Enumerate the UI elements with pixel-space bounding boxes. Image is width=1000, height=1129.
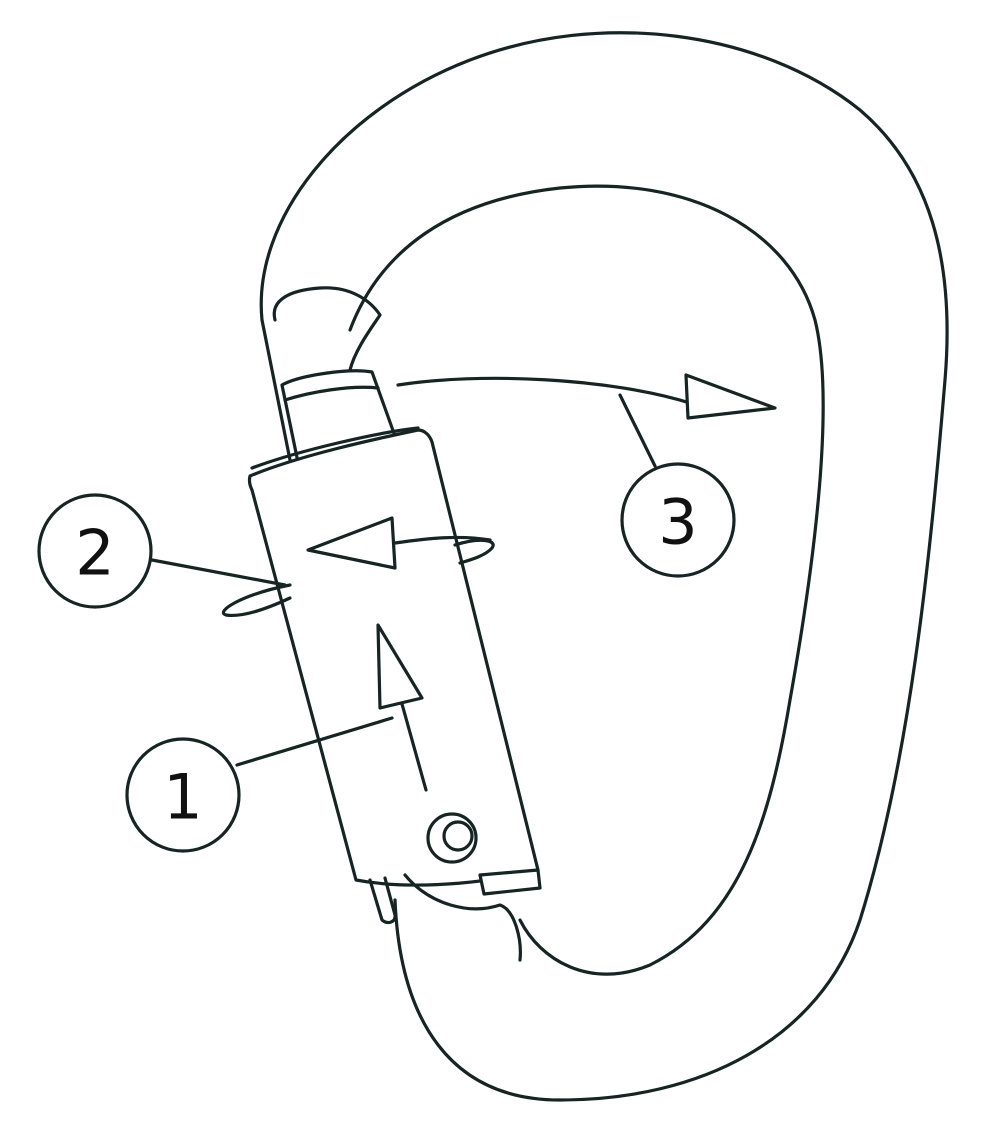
- callout-1-number: 1: [163, 761, 202, 834]
- slide-up-arrow-stem: [400, 702, 428, 792]
- callout-3-leader: [618, 393, 657, 468]
- nose-hook: [368, 873, 522, 962]
- twist-ring: [222, 583, 292, 618]
- gate-tab: [478, 868, 542, 896]
- callout-2: 2: [37, 493, 153, 609]
- carabiner-inner-outline: [348, 184, 825, 976]
- callout-1: 1: [125, 737, 241, 853]
- callout-3: 3: [620, 462, 736, 578]
- lock-button: [426, 812, 478, 864]
- gate-pin-line: [283, 385, 380, 402]
- sleeve-top-rim: [250, 426, 420, 470]
- callout-2-number: 2: [75, 517, 114, 590]
- gate-open-arrow-head-icon: [684, 373, 777, 420]
- lock-button-inner: [442, 820, 474, 852]
- gate-open-arrow-stem: [396, 376, 692, 405]
- carabiner-outer-outline: [259, 31, 949, 1102]
- twist-arrow-stem: [393, 535, 492, 545]
- twist-arrow-head-icon: [306, 516, 397, 570]
- callout-3-number: 3: [658, 486, 697, 559]
- callout-2-leader: [150, 558, 287, 587]
- spine-line-2: [272, 286, 382, 372]
- twist-ring-right: [453, 538, 495, 565]
- callout-1-leader: [235, 716, 394, 767]
